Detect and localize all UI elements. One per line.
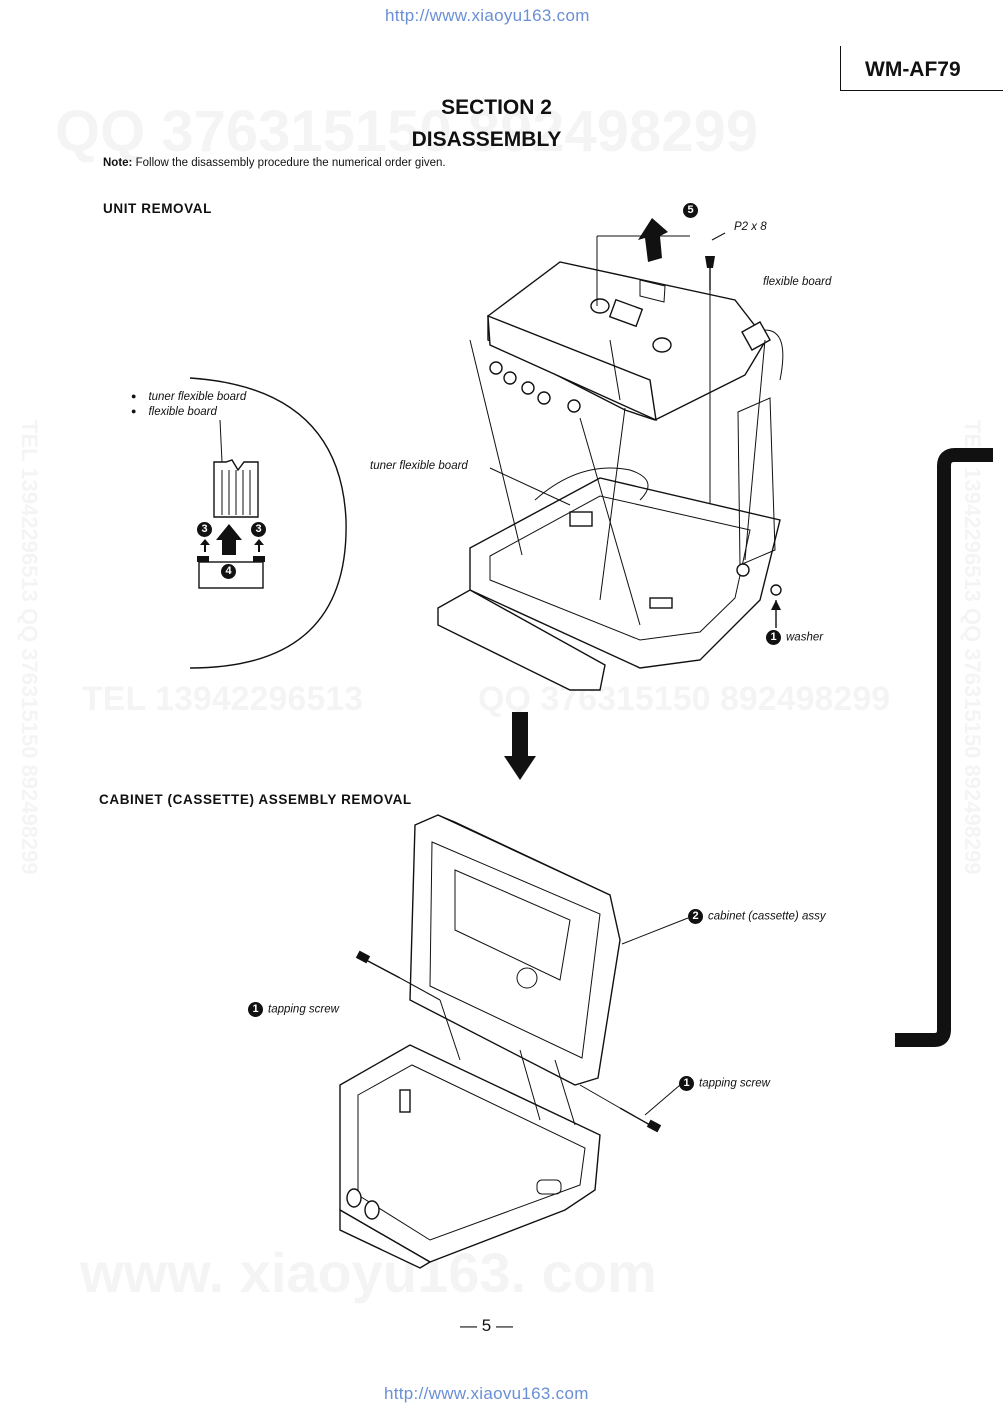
- step-1-marker: 1: [766, 630, 781, 645]
- watermark-qq: QQ 376315150 892498299: [55, 98, 758, 165]
- source-url-bottom[interactable]: http://www.xiaovu163.com: [384, 1384, 589, 1403]
- tapping-screw-right-text: tapping screw: [699, 1077, 770, 1090]
- label-tuner-flexible-board: tuner flexible board: [370, 460, 468, 472]
- label-tapping-screw-right: 1 tapping screw: [679, 1076, 770, 1091]
- washer-text: washer: [786, 631, 824, 644]
- tapping-screw-left: [355, 950, 441, 1001]
- tapping-screw-right: [579, 1084, 662, 1133]
- step-3-right-marker: 3: [251, 522, 271, 537]
- step-1-left-marker: 1: [248, 1002, 263, 1017]
- callout-curve: [189, 377, 347, 669]
- down-arrow: [504, 712, 536, 780]
- source-url-top[interactable]: http://www.xiaoyu163.com: [385, 6, 590, 25]
- unit-cabinet-base: [437, 397, 782, 691]
- unit-removal-heading: UNIT REMOVAL: [103, 201, 212, 216]
- connector-detail: [197, 419, 265, 589]
- step-4-marker: 4: [221, 564, 241, 579]
- label-tapping-screw-left: 1 tapping screw: [248, 1002, 339, 1017]
- label-flexible-board: flexible board: [763, 276, 832, 288]
- step-1-right-marker: 1: [679, 1076, 694, 1091]
- tapping-screw-left-text: tapping screw: [268, 1003, 339, 1016]
- note-text: Follow the disassembly procedure the num…: [135, 157, 446, 169]
- margin-bracket: [895, 448, 993, 1047]
- cabinet-lid: [409, 814, 621, 1086]
- label-screw-p2x8: P2 x 8: [734, 221, 767, 233]
- model-box: WM-AF79: [840, 46, 1003, 91]
- watermark-url: www. xiaoyu163. com: [80, 1240, 657, 1305]
- section-subtitle: DISASSEMBLY: [411, 128, 562, 151]
- step-2-marker: 2: [688, 909, 703, 924]
- page-number: — 5 —: [460, 1316, 513, 1335]
- unit-assembly-top: [487, 261, 771, 422]
- bullet-flexible-board: flexible board: [131, 406, 216, 418]
- cabinet-base: [339, 1044, 601, 1269]
- watermark-qq-mid: QQ 376315150 892498299: [478, 680, 890, 719]
- screw-p2x8: [705, 232, 726, 290]
- bullet-tuner-flexible-board: tuner flexible board: [131, 391, 246, 403]
- note-label: Note:: [103, 157, 133, 169]
- label-cabinet-assy: 2 cabinet (cassette) assy: [688, 909, 826, 924]
- lift-arrow: [638, 218, 668, 262]
- cabinet-assy-text: cabinet (cassette) assy: [708, 910, 826, 923]
- note-line: Note: Follow the disassembly procedure t…: [103, 157, 446, 169]
- label-washer: 1 washer: [766, 630, 823, 645]
- model-number: WM-AF79: [865, 58, 961, 81]
- cabinet-removal-heading: CABINET (CASSETTE) ASSEMBLY REMOVAL: [99, 792, 412, 807]
- watermark-tel: TEL 13942296513: [82, 680, 363, 719]
- step-3-left-marker: 3: [197, 522, 217, 537]
- section-title: SECTION 2: [441, 96, 552, 119]
- step-5-marker: 5: [683, 203, 703, 218]
